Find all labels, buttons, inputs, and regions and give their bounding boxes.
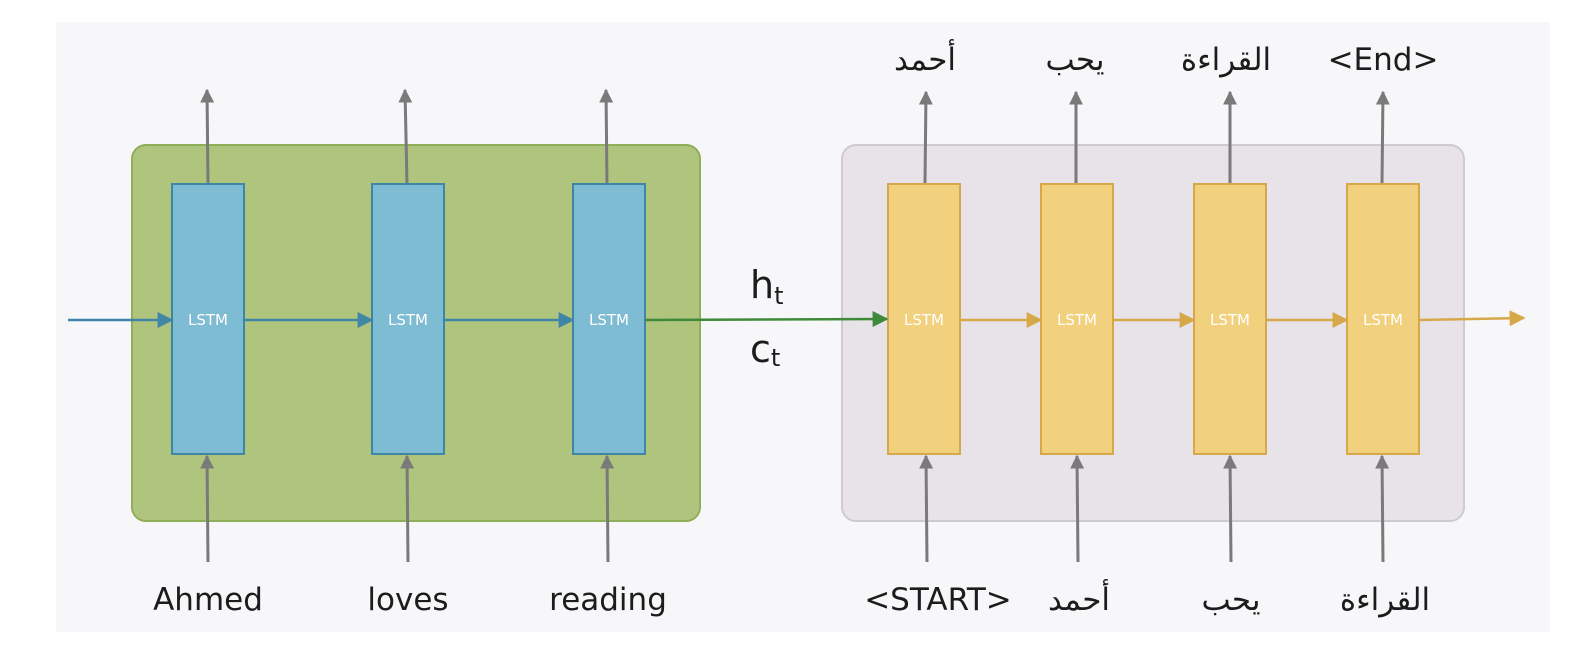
decoder-lstm-cell xyxy=(1040,183,1114,455)
input-arrow xyxy=(1070,454,1085,563)
decoder-lstm-cell xyxy=(1346,183,1420,455)
input-arrow xyxy=(600,454,615,563)
encoder-output-arrows xyxy=(200,88,614,185)
input-arrow xyxy=(200,454,215,563)
lstm-label: LSTM xyxy=(904,311,944,329)
encoder-input-word: Ahmed xyxy=(153,582,263,618)
output-arrow xyxy=(599,88,614,185)
context-arrow xyxy=(644,311,889,328)
hidden-state-subscript: t xyxy=(774,282,783,310)
lstm-label: LSTM xyxy=(589,311,629,329)
cell-state-subscript: t xyxy=(771,344,780,372)
output-arrow xyxy=(200,88,215,185)
decoder-input-word: يحب xyxy=(1201,582,1260,618)
decoder-lstm-cell xyxy=(887,183,961,455)
lstm-label: LSTM xyxy=(388,311,428,329)
lstm-label: LSTM xyxy=(1210,311,1250,329)
lstm-label: LSTM xyxy=(1363,311,1403,329)
encoder-input-word: loves xyxy=(367,582,448,618)
input-arrow xyxy=(400,454,415,563)
decoder-output-word: <End> xyxy=(1328,42,1439,78)
decoder-input-word: أحمد xyxy=(1048,579,1110,618)
decoder-input-arrows xyxy=(919,454,1390,563)
input-arrow xyxy=(1375,454,1390,563)
hidden-state-label: ht xyxy=(750,263,784,310)
encoder-input-word: reading xyxy=(549,582,667,618)
decoder-output-word: يحب xyxy=(1045,42,1104,78)
decoder-output-arrows xyxy=(918,90,1390,185)
output-arrow xyxy=(918,90,933,185)
input-arrow xyxy=(919,454,934,563)
decoder-input-word: القراءة xyxy=(1340,582,1430,618)
decoder-input-word: <START> xyxy=(864,582,1012,618)
cell-state-symbol: c xyxy=(750,327,771,371)
output-arrow xyxy=(398,88,413,185)
encoder-input-arrows xyxy=(200,454,615,563)
decoder-output-word: القراءة xyxy=(1181,42,1271,78)
cell-state-label: ct xyxy=(750,327,780,372)
input-arrow xyxy=(1223,454,1238,563)
output-arrow xyxy=(1375,90,1390,185)
decoder-box xyxy=(841,144,1465,522)
recurrent-arrow xyxy=(1418,310,1526,327)
decoder-recurrent-arrows xyxy=(960,310,1526,328)
lstm-label: LSTM xyxy=(188,311,228,329)
lstm-label: LSTM xyxy=(1057,311,1097,329)
hidden-state-symbol: h xyxy=(750,263,774,307)
decoder-lstm-cell xyxy=(1193,183,1267,455)
decoder-output-word: أحمد xyxy=(894,39,956,78)
